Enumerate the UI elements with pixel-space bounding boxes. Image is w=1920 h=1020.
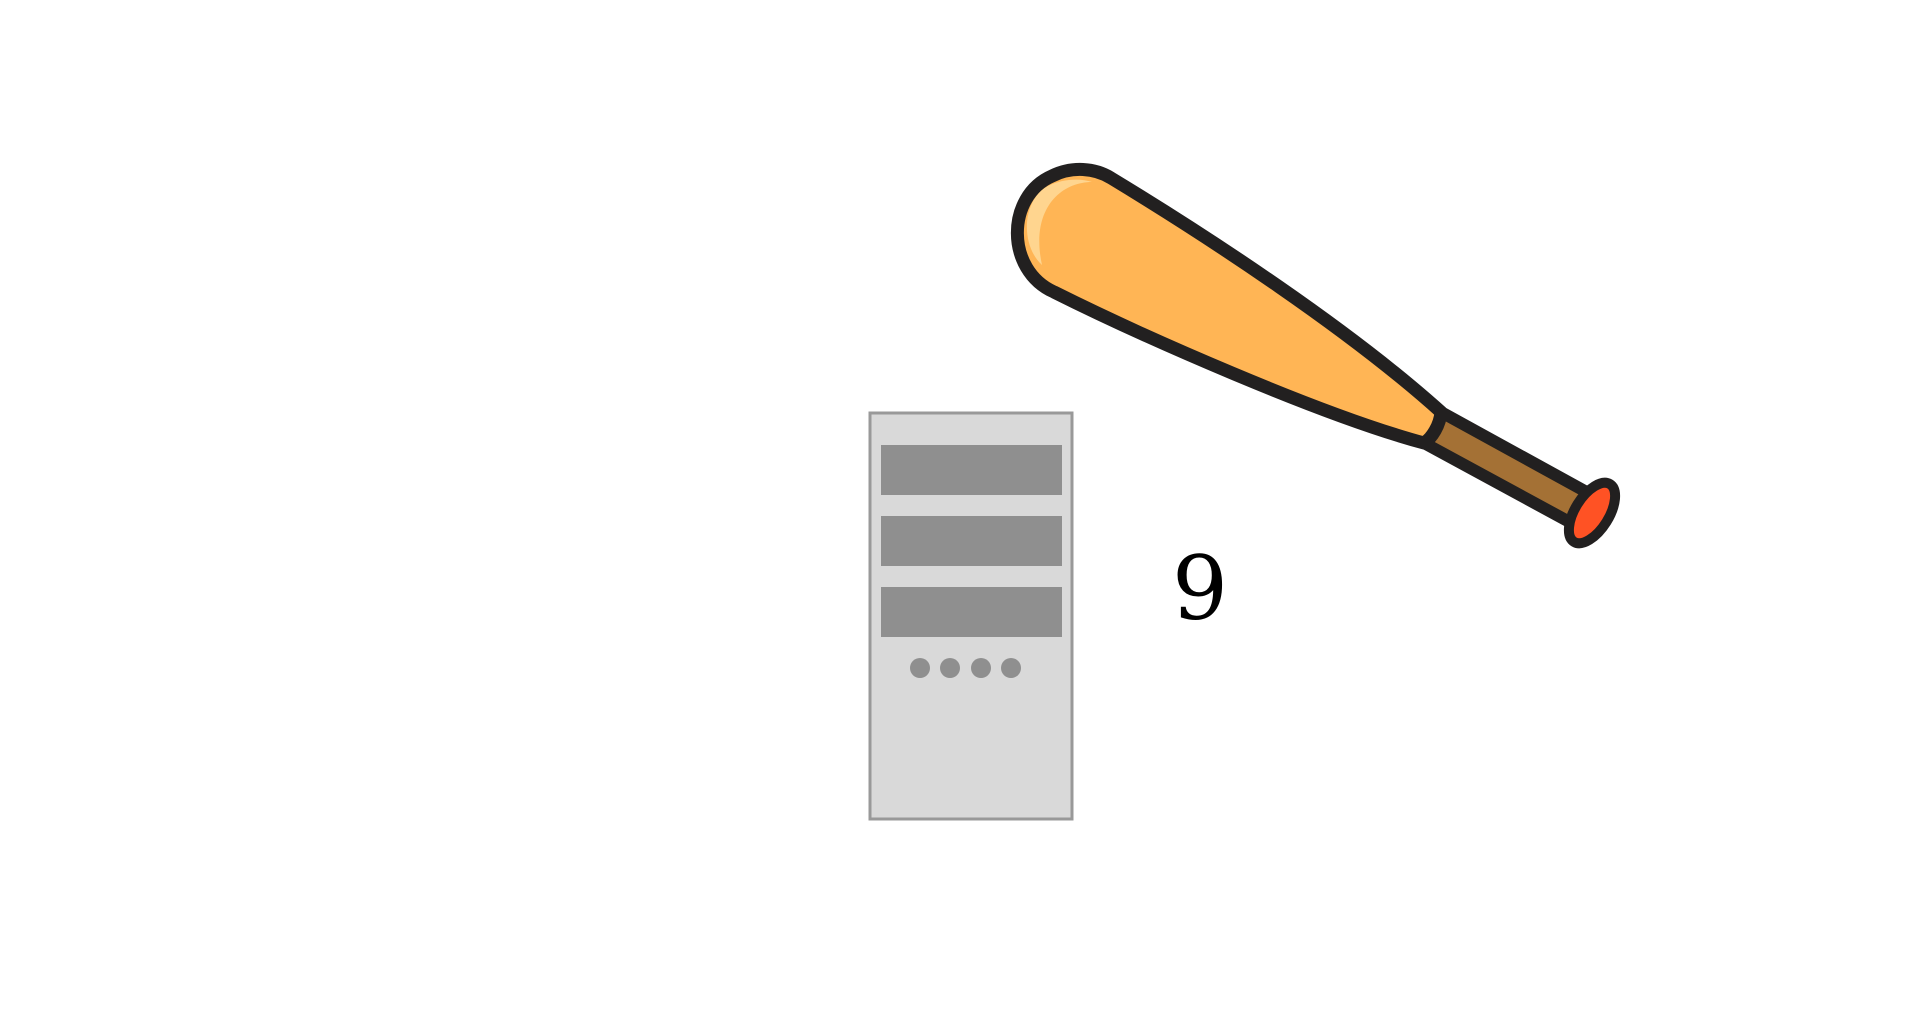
bat-barrel	[1010, 162, 1448, 450]
server-status-light	[971, 658, 991, 678]
number-label: 9	[1172, 537, 1228, 640]
server-status-light	[1001, 658, 1021, 678]
server-status-light	[910, 658, 930, 678]
server-drive-bay	[881, 587, 1062, 637]
bat-highlight	[1026, 179, 1092, 265]
bat-handle	[1418, 406, 1598, 531]
baseball-bat-icon	[1010, 162, 1621, 549]
bat-grip-divider	[1419, 412, 1444, 447]
server-drive-bay	[881, 445, 1062, 495]
bat-knob	[1563, 477, 1621, 549]
server-status-light	[940, 658, 960, 678]
server-drive-bay	[881, 516, 1062, 566]
server-tower-icon	[868, 411, 1074, 821]
